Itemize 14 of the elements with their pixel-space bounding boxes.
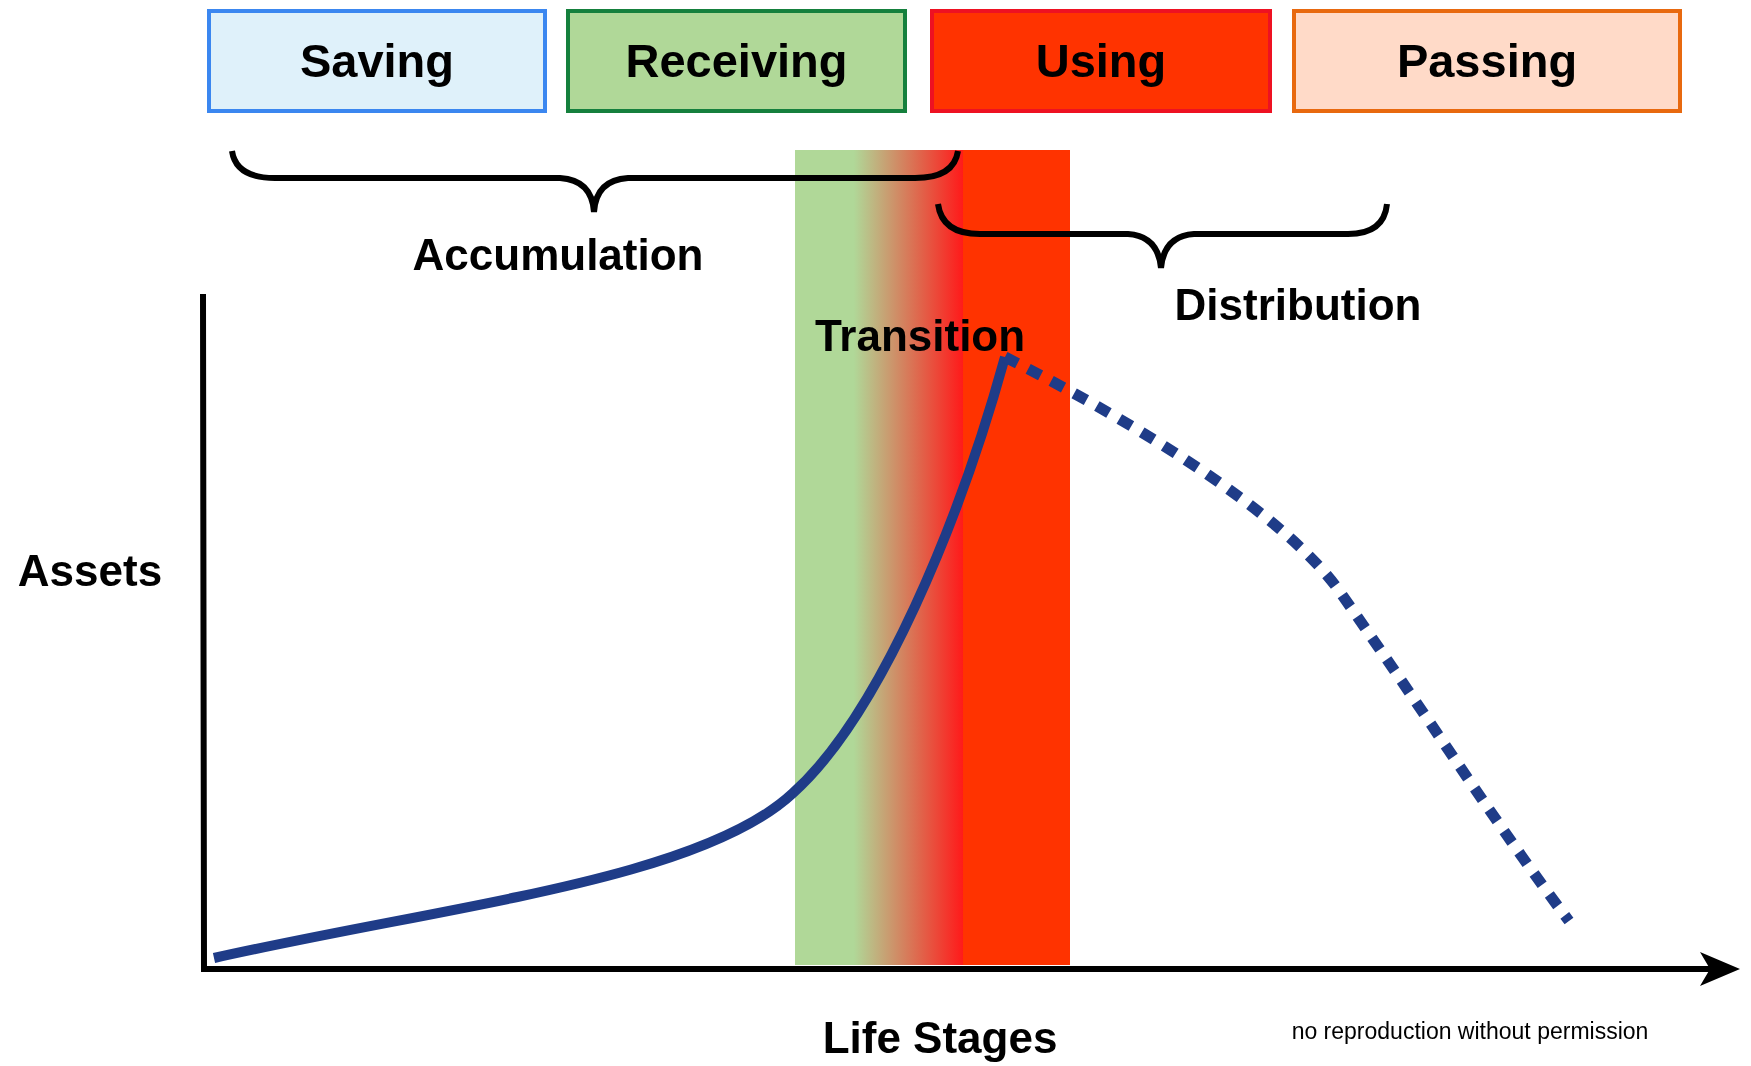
stage-label: Using (1035, 32, 1167, 89)
stage-box (930, 9, 1272, 113)
phase-label: Distribution (1174, 283, 1422, 327)
stage-box (566, 9, 907, 113)
stage-box (207, 9, 547, 113)
band-label: Transition (814, 314, 1026, 358)
axis-label: Life Stages (822, 1016, 1058, 1060)
stage-label: Passing (1396, 32, 1578, 89)
stage-label: Receiving (625, 32, 848, 89)
phase-label: Accumulation (412, 233, 704, 277)
note: no reproduction without permission (1291, 1019, 1649, 1043)
axis-label: Assets (17, 549, 163, 593)
stage-box (1292, 9, 1682, 113)
stage-label: Saving (299, 32, 455, 89)
